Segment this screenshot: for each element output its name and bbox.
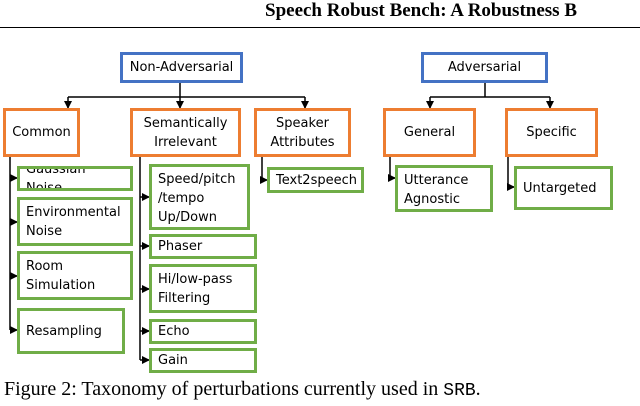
node-non-adversarial: Non-Adversarial <box>120 52 243 83</box>
leaf-utterance-agnostic: Utterance Agnostic <box>395 165 493 212</box>
leaf-untargeted: Untargeted <box>514 166 613 210</box>
leaf-gain: Gain <box>149 348 257 373</box>
node-specific: Specific <box>505 108 598 157</box>
leaf-speed-pitch-tempo: Speed/pitch /tempo Up/Down <box>149 164 250 230</box>
leaf-phaser: Phaser <box>149 234 257 259</box>
node-common: Common <box>3 108 80 157</box>
node-semantically-irrelevant: Semantically Irrelevant <box>130 108 241 157</box>
caption-code: SRB <box>443 381 476 401</box>
node-speaker-attributes: Speaker Attributes <box>254 108 351 157</box>
leaf-resampling: Resampling <box>17 308 125 354</box>
leaf-room-simulation: Room Simulation <box>17 251 133 300</box>
header-rule <box>0 27 640 28</box>
leaf-text2speech: Text2speech <box>267 167 364 193</box>
node-adversarial: Adversarial <box>421 52 548 83</box>
leaf-hi-low-pass-filtering: Hi/low-pass Filtering <box>149 264 257 313</box>
running-header: Speech Robust Bench: A Robustness B <box>265 0 577 21</box>
leaf-echo: Echo <box>149 319 257 344</box>
leaf-environmental-noise: Environmental Noise <box>17 197 133 246</box>
figure-caption: Figure 2: Taxonomy of perturbations curr… <box>4 378 481 401</box>
leaf-gaussian-noise: Gaussian Noise <box>17 166 133 191</box>
node-general: General <box>383 108 476 157</box>
